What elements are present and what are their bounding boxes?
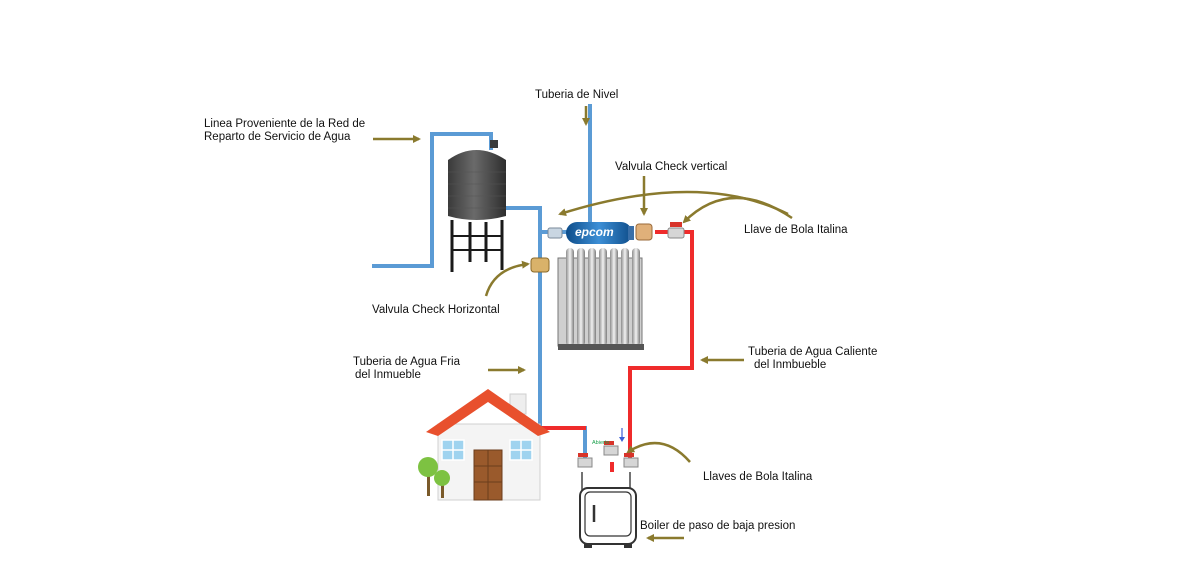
check-valve-horizontal-icon [530, 257, 550, 273]
roof [426, 389, 550, 436]
valves [530, 222, 685, 468]
supply-line-label-line1: Linea Proveniente de la Red de [204, 118, 366, 130]
vacuum-tubes [566, 248, 640, 346]
level-pipe-label: Tuberia de Nivel [535, 89, 619, 101]
supply-line-label: Linea Proveniente de la Red de Reparto d… [204, 118, 365, 144]
tank-stand [450, 220, 504, 272]
ball-valve-icon [667, 222, 685, 239]
cold-water-pipe-label-line1: Tuberia de Agua Fria [353, 356, 460, 368]
check-valve-vertical-icon [635, 223, 653, 241]
heater-tank [566, 222, 632, 244]
arrow-to-heater-inlet [558, 190, 789, 217]
hot-water-pipe-label-line2: del Inmbueble [754, 359, 827, 371]
solar-water-heater [557, 222, 644, 350]
check-valve-vertical-label: Valvula Check vertical [615, 161, 728, 173]
house [418, 389, 550, 501]
supply-pipe [372, 132, 493, 268]
boiler-ball-valves-icon [577, 441, 639, 468]
hot-water-pipe-label-line1: Tuberia de Agua Caliente [748, 346, 878, 358]
boiler-label: Boiler de paso de baja presion [640, 520, 796, 532]
ball-valve-label: Llave de Bola Italina [744, 224, 848, 236]
heater-brand-logo: epcom [575, 225, 614, 239]
trees [418, 457, 450, 498]
valve-open-mark: Abierto [592, 440, 610, 446]
check-valve-horizontal-label: Valvula Check Horizontal [372, 304, 500, 316]
arrow-boiler-valves [626, 441, 691, 463]
supply-line-label-line2: Reparto de Servicio de Agua [204, 131, 351, 143]
arrow-check-horizontal [484, 260, 530, 297]
hot-water-pipe-label: Tuberia de Agua Caliente del Inmbueble [748, 346, 877, 372]
heater-inlet-valve-icon [547, 227, 563, 239]
boiler [579, 472, 637, 548]
arrow-ball-valve [682, 196, 793, 224]
pointer-arrows [373, 106, 793, 542]
cold-water-pipe-label-line2: del Inmueble [355, 369, 421, 381]
cold-water-pipe-label: Tuberia de Agua Fria del Inmueble [353, 356, 460, 382]
ball-valves-label: Llaves de Bola Italina [703, 471, 813, 483]
water-tank [448, 140, 506, 272]
tank-outlet-pipe [494, 206, 542, 428]
